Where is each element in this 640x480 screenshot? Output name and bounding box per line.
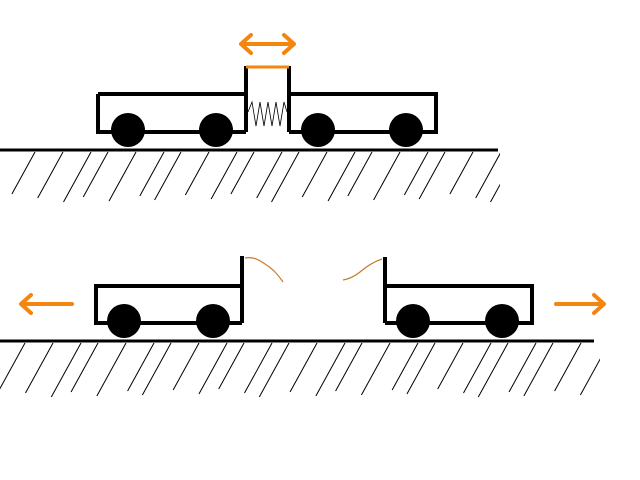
compressed-spring	[247, 100, 288, 127]
burnt-thread-left	[244, 257, 284, 283]
hatch-line	[403, 151, 429, 196]
cart-body	[287, 66, 438, 134]
hatch-line	[244, 342, 273, 394]
burnt-thread-right	[342, 258, 383, 281]
wheel	[199, 113, 233, 147]
hatch-line	[477, 342, 509, 398]
hatch-line	[184, 151, 210, 196]
right-cart	[287, 66, 438, 147]
hatch-line	[301, 151, 328, 198]
hatch-line	[11, 151, 36, 195]
wheel	[301, 113, 335, 147]
wheel	[389, 113, 423, 147]
hatch-line	[360, 342, 391, 396]
wheel	[107, 304, 141, 338]
wheel	[196, 304, 230, 338]
hatch-line	[463, 342, 492, 394]
hatch-line	[50, 342, 82, 398]
hatch-line	[271, 151, 300, 203]
hatch-line	[210, 151, 238, 200]
hatch-line	[25, 342, 54, 394]
hatch-line	[391, 342, 419, 391]
hatch-line	[256, 151, 283, 199]
left-cart	[94, 256, 244, 338]
hatch-line	[37, 151, 64, 199]
hatch-line	[141, 342, 172, 396]
hatch-line	[218, 342, 245, 390]
hatch-line	[406, 342, 436, 395]
hatch-line	[554, 342, 582, 392]
top-panel	[0, 33, 500, 203]
hatch-line	[327, 151, 356, 202]
ground-hatching	[11, 151, 500, 203]
wheel	[396, 304, 430, 338]
hatch-line	[335, 342, 363, 392]
hatch-line	[523, 342, 554, 397]
hatch-line	[154, 151, 182, 201]
right-cart	[383, 257, 534, 338]
right-arrow-icon	[554, 293, 606, 315]
left-cart	[96, 66, 248, 147]
cart-body	[96, 66, 248, 134]
hatch-line	[347, 151, 373, 197]
hatch-line	[108, 151, 137, 202]
bottom-ground	[0, 339, 600, 398]
cart-body	[94, 256, 244, 325]
hatch-line	[172, 342, 200, 391]
hatch-line	[230, 151, 255, 195]
hatch-line	[475, 152, 500, 199]
hatch-line	[289, 342, 318, 393]
top-ground	[0, 148, 500, 203]
hatch-line	[127, 342, 155, 392]
double-headed-arrow-icon	[239, 33, 296, 55]
hatch-line	[437, 342, 464, 390]
hatch-line	[449, 151, 474, 195]
hatch-line	[579, 358, 600, 396]
hatch-line	[258, 342, 290, 398]
hatch-line	[82, 151, 109, 198]
bottom-panel	[0, 256, 606, 398]
hatch-line	[315, 342, 346, 397]
wheel	[111, 113, 145, 147]
hatch-line	[0, 342, 26, 390]
left-arrow-icon	[19, 293, 74, 315]
hatch-line	[63, 151, 92, 203]
hatch-line	[96, 342, 127, 397]
hatch-line	[490, 183, 500, 203]
cart-body	[383, 257, 534, 325]
hatch-line	[70, 342, 99, 393]
hatch-line	[418, 151, 446, 200]
hatch-line	[508, 342, 537, 393]
hatch-line	[198, 342, 228, 395]
hatch-line	[373, 151, 401, 201]
wheel	[485, 304, 519, 338]
hatch-line	[139, 151, 165, 197]
ground-hatching	[0, 342, 600, 398]
